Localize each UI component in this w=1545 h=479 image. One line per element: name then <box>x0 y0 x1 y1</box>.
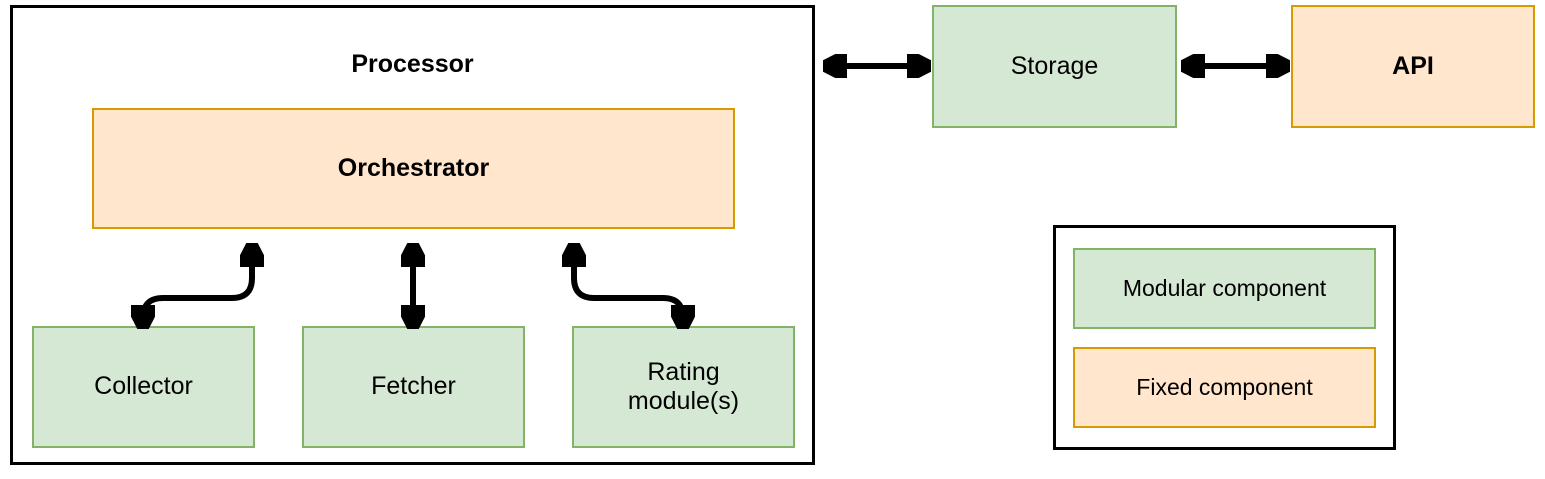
node-orchestrator[interactable]: Orchestrator <box>92 108 735 229</box>
node-rating-module-line2: module(s) <box>627 387 740 415</box>
processor-container[interactable] <box>10 5 815 465</box>
node-storage[interactable]: Storage <box>932 5 1177 128</box>
node-rating-module[interactable]: Rating module(s) <box>572 326 795 448</box>
node-rating-module-line1: Rating <box>647 357 720 386</box>
legend-item-fixed: Fixed component <box>1073 347 1376 428</box>
node-api[interactable]: API <box>1291 5 1535 128</box>
node-fetcher[interactable]: Fetcher <box>302 326 525 448</box>
processor-title: Processor <box>351 50 474 78</box>
legend-item-modular: Modular component <box>1073 248 1376 329</box>
node-collector[interactable]: Collector <box>32 326 255 448</box>
